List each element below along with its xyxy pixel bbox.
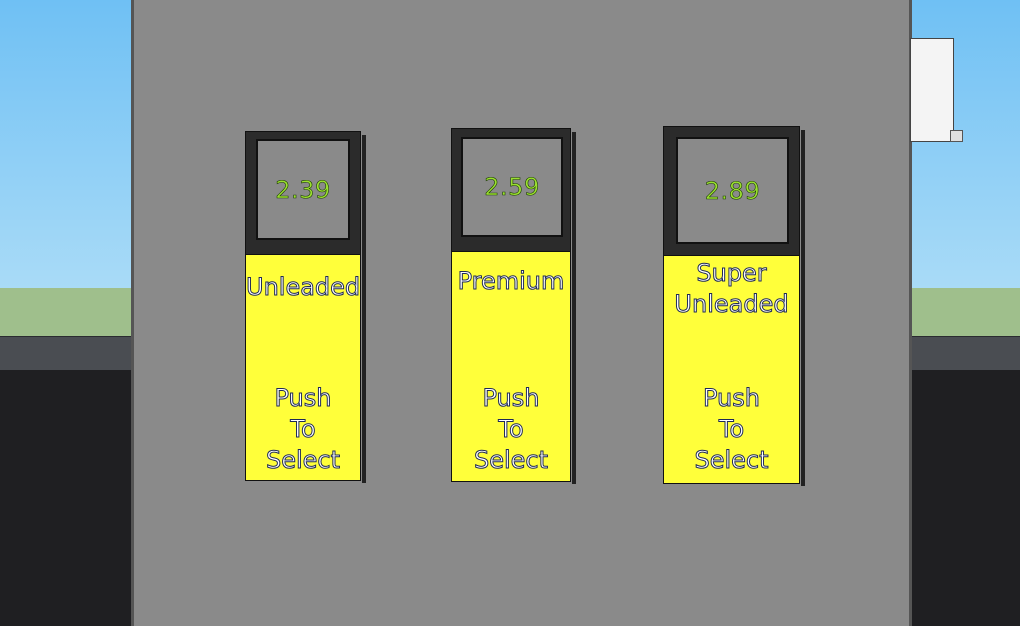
push-to-select-label: Push To Select — [452, 383, 570, 476]
grade-button-super-unleaded[interactable]: 2.89 Super Unleaded Push To Select — [663, 126, 805, 486]
price-display: 2.39 — [256, 139, 350, 240]
push-label-line: To — [290, 415, 316, 444]
grade-name-line: Unleaded — [674, 290, 789, 319]
grade-name-line: Super — [696, 259, 767, 288]
price-display-frame: 2.89 — [663, 126, 800, 256]
push-label-line: Push — [703, 384, 761, 413]
grade-name: Super Unleaded — [664, 258, 799, 320]
push-to-select-label: Push To Select — [664, 383, 799, 476]
select-panel[interactable]: Premium Push To Select — [451, 252, 571, 482]
select-panel[interactable]: Super Unleaded Push To Select — [663, 256, 800, 484]
price-value: 2.39 — [275, 175, 331, 204]
push-label-line: Push — [482, 384, 540, 413]
price-display-frame: 2.39 — [245, 131, 361, 255]
push-to-select-label: Push To Select — [246, 383, 360, 476]
push-label-line: Push — [274, 384, 332, 413]
grade-name-line: Unleaded — [246, 273, 361, 302]
grade-name: Unleaded — [246, 272, 361, 303]
grade-name: Premium — [452, 266, 570, 297]
nozzle-holder — [910, 38, 954, 142]
push-label-line: To — [718, 415, 745, 444]
price-value: 2.59 — [484, 173, 540, 202]
select-panel[interactable]: Unleaded Push To Select — [245, 255, 361, 481]
price-display-frame: 2.59 — [451, 128, 571, 252]
grade-name-line: Premium — [457, 267, 565, 296]
grade-button-unleaded[interactable]: 2.39 Unleaded Push To Select — [245, 131, 366, 483]
nozzle-tab — [950, 130, 963, 142]
push-label-line: Select — [694, 446, 769, 475]
price-display: 2.89 — [676, 137, 789, 244]
push-label-line: Select — [265, 446, 341, 475]
push-label-line: Select — [473, 446, 549, 475]
grade-side-shadow — [572, 132, 576, 484]
grade-side-shadow — [801, 130, 805, 486]
price-display: 2.59 — [461, 137, 563, 237]
price-value: 2.89 — [704, 176, 761, 205]
grade-side-shadow — [362, 135, 366, 483]
grade-button-premium[interactable]: 2.59 Premium Push To Select — [451, 128, 576, 484]
push-label-line: To — [498, 415, 524, 444]
